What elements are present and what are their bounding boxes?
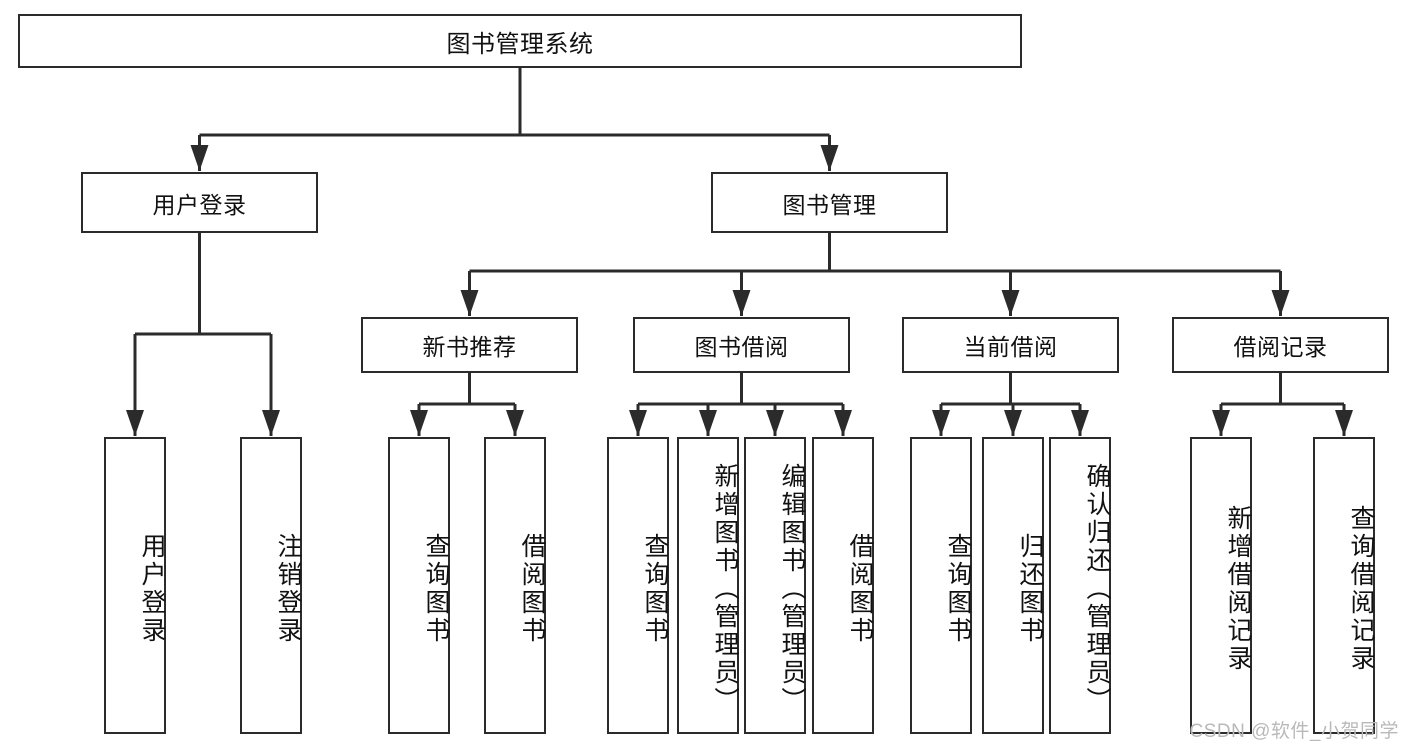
node-label: 新增借阅记录: [1224, 504, 1252, 673]
node-label: 查询借阅记录: [1347, 504, 1375, 673]
node-leaf-borrow-book-1[interactable]: 借阅图书: [484, 437, 546, 734]
node-label: 查询图书: [422, 532, 450, 645]
node-label: 当前借阅: [963, 334, 1058, 360]
node-leaf-user-login[interactable]: 用户登录: [104, 437, 166, 734]
node-label: 归还图书: [1016, 532, 1044, 645]
node-leaf-borrow-book-2[interactable]: 借阅图书: [812, 437, 874, 734]
node-borrow-record[interactable]: 借阅记录: [1172, 317, 1389, 373]
node-leaf-logout[interactable]: 注销登录: [240, 437, 302, 734]
node-new-book-rec[interactable]: 新书推荐: [361, 317, 578, 373]
node-book-borrow[interactable]: 图书借阅: [633, 317, 850, 373]
node-leaf-add-book[interactable]: 新增图书（管理员）: [677, 437, 739, 734]
node-label: 用户登录: [152, 191, 247, 218]
node-leaf-return-book[interactable]: 归还图书: [982, 437, 1044, 734]
node-label: 编辑图书（管理员）: [778, 462, 806, 715]
node-label: 新书推荐: [422, 334, 517, 360]
node-label: 图书管理系统: [446, 30, 594, 58]
node-leaf-confirm-return[interactable]: 确认归还（管理员）: [1049, 437, 1111, 734]
node-leaf-query-record[interactable]: 查询借阅记录: [1313, 437, 1375, 734]
node-label: 借阅图书: [518, 532, 546, 645]
node-label: 用户登录: [138, 532, 166, 645]
node-label: 借阅图书: [846, 532, 874, 645]
node-book-manage[interactable]: 图书管理: [711, 172, 948, 233]
node-root[interactable]: 图书管理系统: [18, 14, 1022, 68]
node-label: 查询图书: [944, 532, 972, 645]
node-label: 图书管理: [782, 191, 877, 218]
node-leaf-edit-book[interactable]: 编辑图书（管理员）: [744, 437, 806, 734]
node-label: 注销登录: [274, 532, 302, 645]
node-leaf-add-record[interactable]: 新增借阅记录: [1190, 437, 1252, 734]
node-label: 查询图书: [641, 532, 669, 645]
node-user-login[interactable]: 用户登录: [81, 172, 318, 233]
node-leaf-query-book-2[interactable]: 查询图书: [607, 437, 669, 734]
node-leaf-query-book-1[interactable]: 查询图书: [388, 437, 450, 734]
node-leaf-query-book-3[interactable]: 查询图书: [910, 437, 972, 734]
node-label: 新增图书（管理员）: [711, 462, 739, 715]
node-current-borrow[interactable]: 当前借阅: [902, 317, 1119, 373]
node-label: 图书借阅: [694, 334, 789, 360]
node-label: 确认归还（管理员）: [1083, 462, 1111, 715]
node-label: 借阅记录: [1233, 334, 1328, 360]
